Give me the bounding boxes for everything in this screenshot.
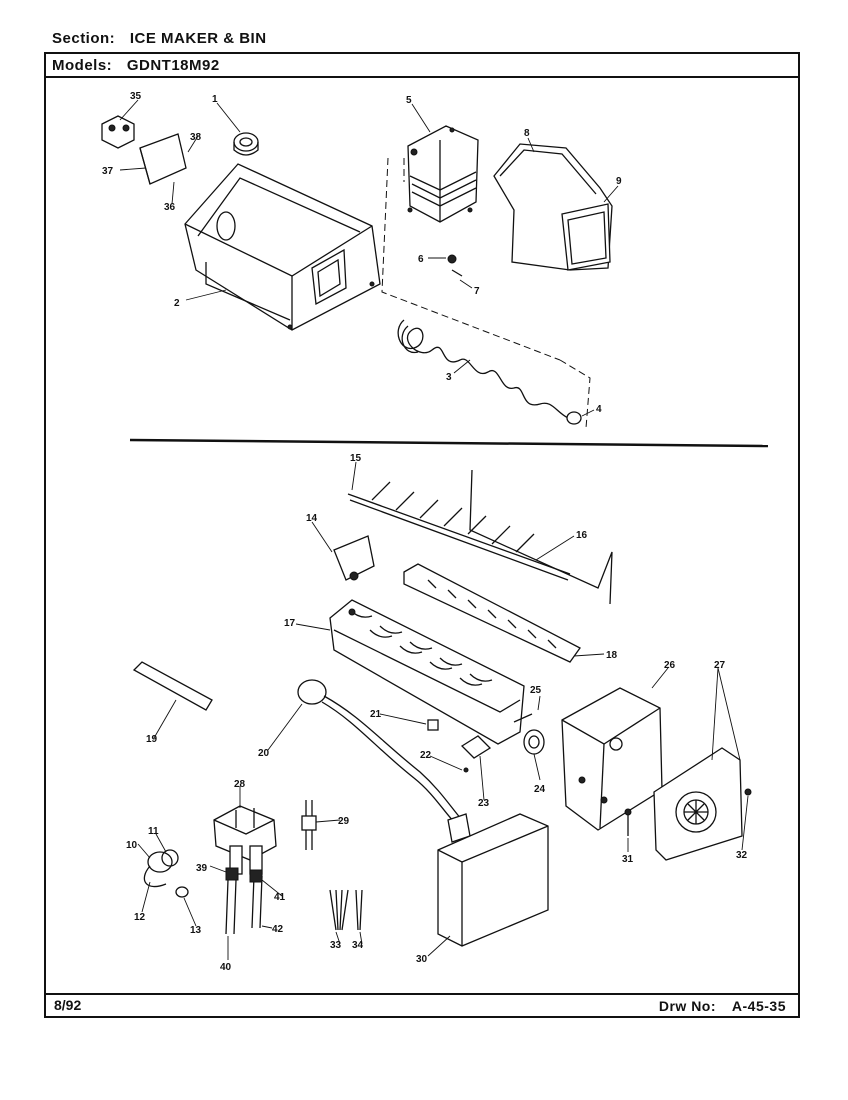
part-number-label: 40 xyxy=(220,962,232,973)
drawing-number: Drw No: A-45-35 xyxy=(659,998,786,1014)
part-number-label: 2 xyxy=(174,298,180,309)
part-number-label: 10 xyxy=(126,840,138,851)
models-title: Models: GDNT18M92 xyxy=(52,57,220,74)
part-number-label: 28 xyxy=(234,779,246,790)
part-labels: 35 1 5 8 38 37 9 36 6 7 2 3 4 15 14 16 1… xyxy=(102,91,748,973)
control-housing xyxy=(561,687,663,831)
mold-bracket xyxy=(333,535,375,581)
section-divider xyxy=(129,438,769,448)
part-number-label: 11 xyxy=(148,826,159,837)
section-label: Section: xyxy=(52,30,116,47)
revision-date: 8/92 xyxy=(54,997,82,1013)
thermostat xyxy=(427,719,439,731)
part-number-label: 38 xyxy=(190,132,202,143)
ice-bin xyxy=(184,163,381,331)
stripper xyxy=(403,563,581,663)
wire-harness xyxy=(297,679,471,843)
shutoff-arm xyxy=(469,469,613,605)
drawing-label: Drw No: xyxy=(658,998,717,1014)
part-number-label: 27 xyxy=(714,660,726,671)
drawing-number-value: A-45-35 xyxy=(731,998,786,1014)
ice-chute xyxy=(407,125,479,223)
mounting-bracket xyxy=(101,115,187,185)
part-number-label: 19 xyxy=(146,734,158,745)
part-number-label: 6 xyxy=(418,254,424,265)
mold-heater xyxy=(132,661,213,711)
motor-gear xyxy=(523,729,545,755)
part-number-label: 12 xyxy=(134,912,146,923)
part-number-label: 14 xyxy=(306,513,318,524)
part-number-label: 30 xyxy=(416,954,428,965)
part-number-label: 20 xyxy=(258,748,270,759)
part-number-label: 41 xyxy=(274,892,286,903)
ejector-blade-assembly xyxy=(347,481,571,581)
section-title: Section: ICE MAKER & BIN xyxy=(52,30,267,47)
part-number-label: 22 xyxy=(420,750,432,761)
water-valve xyxy=(213,805,277,875)
part-number-label: 3 xyxy=(446,372,452,383)
water-tube xyxy=(225,879,237,935)
part-number-label: 24 xyxy=(534,784,546,795)
front-cover xyxy=(437,813,549,947)
part-number-label: 21 xyxy=(370,709,382,720)
part-number-label: 29 xyxy=(338,816,350,827)
footer-divider xyxy=(44,993,800,995)
models-label: Models: xyxy=(52,57,113,74)
water-tube-2 xyxy=(251,875,263,929)
part-number-label: 13 xyxy=(190,925,202,936)
motor-cover xyxy=(653,747,743,861)
part-number-label: 35 xyxy=(130,91,142,102)
part-number-label: 16 xyxy=(576,530,588,541)
ice-mold xyxy=(329,599,525,745)
part-number-label: 5 xyxy=(406,95,412,106)
models-divider xyxy=(44,76,800,78)
part-number-label: 36 xyxy=(164,202,176,213)
part-number-label: 15 xyxy=(350,453,362,464)
diagram-frame xyxy=(44,52,800,1018)
part-number-label: 25 xyxy=(530,685,542,696)
part-number-label: 9 xyxy=(616,176,622,187)
part-number-label: 39 xyxy=(196,863,208,874)
part-number-label: 32 xyxy=(736,850,748,861)
models-value: GDNT18M92 xyxy=(126,57,220,74)
part-number-label: 1 xyxy=(212,94,218,105)
part-number-label: 31 xyxy=(622,854,634,865)
part-number-label: 7 xyxy=(474,286,480,297)
screw-set xyxy=(329,889,349,931)
part-number-label: 4 xyxy=(596,404,602,415)
part-number-label: 33 xyxy=(330,940,342,951)
part-number-label: 18 xyxy=(606,650,618,661)
thermostat-clip xyxy=(460,735,492,759)
part-number-label: 42 xyxy=(272,924,284,935)
part-number-label: 34 xyxy=(352,940,364,951)
inlet-fitting xyxy=(143,849,189,898)
part-number-label: 37 xyxy=(102,166,114,177)
air-duct xyxy=(493,143,613,271)
bin-motor-cap xyxy=(233,132,259,156)
section-value: ICE MAKER & BIN xyxy=(129,30,267,47)
part-number-label: 17 xyxy=(284,618,296,629)
part-number-label: 26 xyxy=(664,660,676,671)
part-number-label: 8 xyxy=(524,128,530,139)
part-number-label: 23 xyxy=(478,798,490,809)
